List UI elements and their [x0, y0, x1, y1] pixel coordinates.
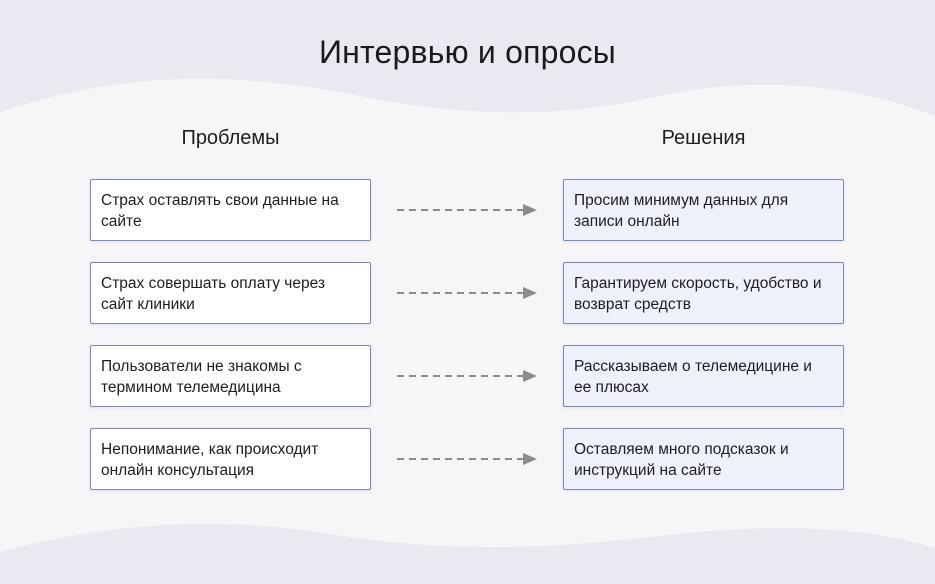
solution-card: Гарантируем скорость, удобство и возврат…	[563, 262, 844, 324]
solution-card: Оставляем много подсказок и инструкций н…	[563, 428, 844, 490]
solution-card: Рассказываем о телемедицине и ее плюсах	[563, 345, 844, 407]
problem-card: Пользователи не знакомы с термином телем…	[90, 345, 371, 407]
problem-card: Непонимание, как происходит онлайн консу…	[90, 428, 371, 490]
dashed-arrow-icon	[397, 370, 537, 382]
problems-heading: Проблемы	[181, 127, 280, 149]
problem-card: Страх совершать оплату через сайт клиник…	[90, 262, 371, 324]
solution-card: Просим минимум данных для записи онлайн	[563, 179, 844, 241]
solutions-heading: Решения	[661, 127, 746, 149]
page-title: Интервью и опросы	[318, 34, 616, 70]
dashed-arrow-icon	[397, 453, 537, 465]
problem-card: Страх оставлять свои данные на сайте	[90, 179, 371, 241]
dashed-arrow-icon	[397, 204, 537, 216]
dashed-arrow-icon	[397, 287, 537, 299]
